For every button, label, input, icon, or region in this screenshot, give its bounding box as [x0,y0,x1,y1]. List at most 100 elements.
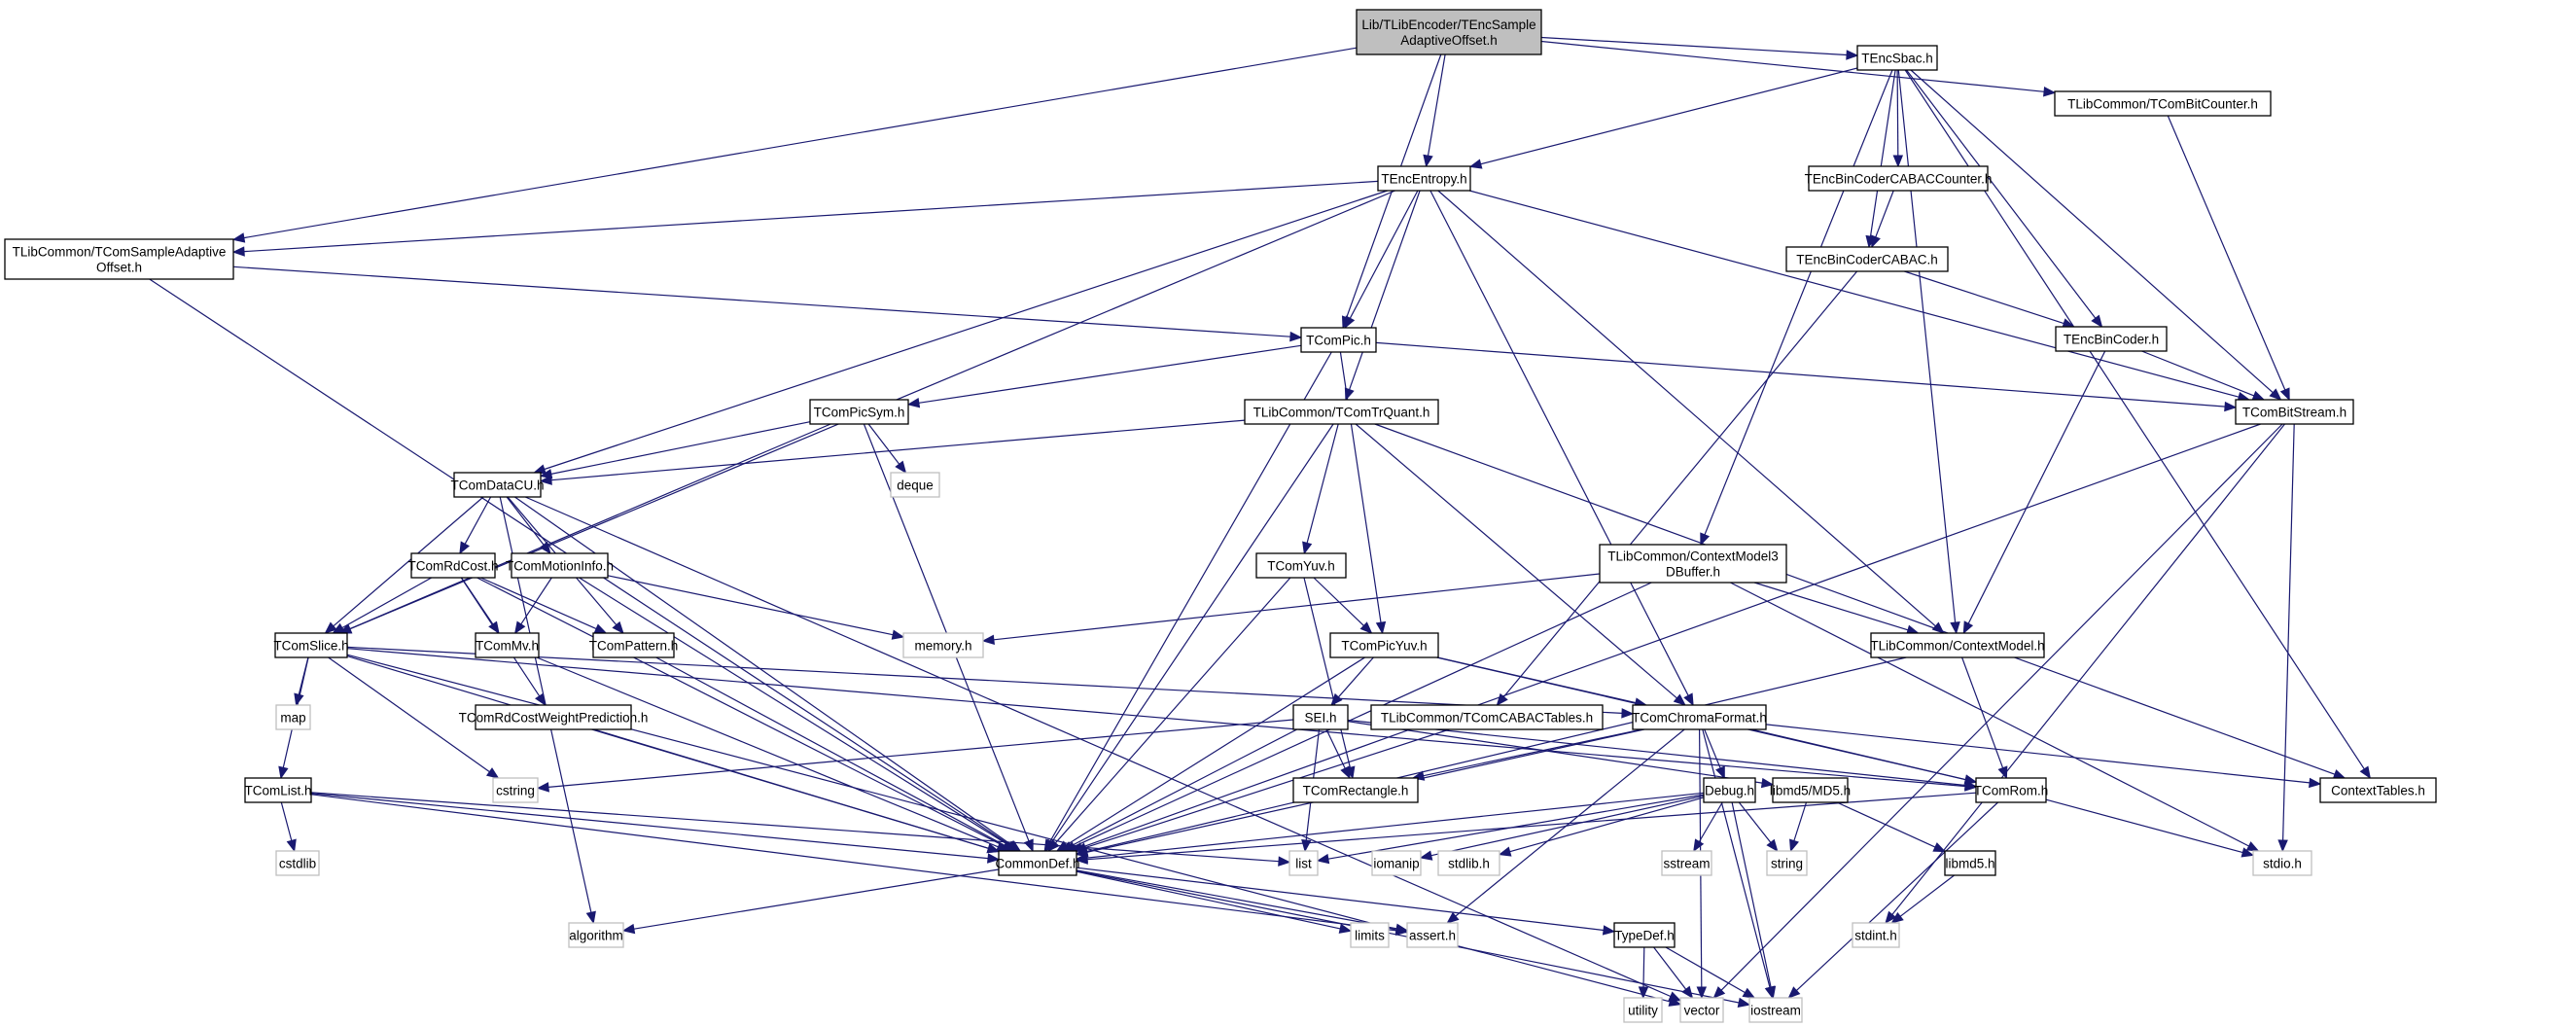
edge-CommonDef-to-algorithm [621,868,1000,935]
node-TEncBinCoder[interactable]: TEncBinCoder.h [2055,326,2168,352]
node-box [1300,327,1377,353]
node-box [592,632,675,658]
node-label: TEncSbac.h [1861,52,1933,66]
node-TComList[interactable]: TComList.h [244,777,312,803]
arrowhead-icon [485,767,500,779]
edge-ContextModel-to-TComRom [1961,656,2008,780]
node-label: cstdlib [279,857,316,871]
node-TComChromaFormat[interactable]: TComChromaFormat.h [1632,704,1767,730]
node-TComRom[interactable]: TComRom.h [1974,777,2049,803]
edge-line [243,180,1379,253]
arrowhead-icon [332,622,345,634]
node-ContextModel[interactable]: TLibCommon/ContextModel.h [1870,632,2045,658]
node-label: DBuffer.h [1666,565,1720,580]
edge-line [536,656,999,848]
node-box [890,472,940,498]
node-TEncSbac[interactable]: TEncSbac.h [1856,45,1938,71]
node-label: stdlib.h [1448,857,1490,871]
node-TComPicSym[interactable]: TComPicSym.h [809,399,909,425]
edge-line [1642,946,1645,988]
node-SEI[interactable]: SEI.h [1292,704,1349,730]
node-box [1288,850,1319,876]
node-TComCABACTables[interactable]: TLibCommon/TComCABACTables.h [1370,704,1604,730]
edge-MD5-to-libmd5 [1836,801,1947,853]
node-label: libmd5/MD5.h [1770,784,1851,798]
node-TEncEntropy[interactable]: TEncEntropy.h [1377,165,1471,192]
node-label: TEncBinCoder.h [2064,333,2159,347]
node-memory: memory.h [902,632,984,658]
edge-line [1076,870,1341,930]
node-deque: deque [890,472,940,498]
node-TypeDef[interactable]: TypeDef.h [1613,922,1676,948]
edge-SEI-to-cstring [536,719,1294,793]
node-label: TEncEntropy.h [1381,172,1466,187]
edge-TComSlice-to-cstring [328,656,500,779]
arrowhead-icon [621,923,636,935]
node-TComTrQuant[interactable]: TLibCommon/TComTrQuant.h [1244,399,1439,425]
node-TComBitStream[interactable]: TComBitStream.h [2235,399,2354,425]
edge-line [1793,801,1808,841]
node-TComPic[interactable]: TComPic.h [1300,327,1377,353]
node-MD5[interactable]: libmd5/MD5.h [1770,777,1851,803]
arrowhead-icon [1316,853,1330,865]
node-TComMv[interactable]: TComMv.h [475,632,540,658]
arrowhead-icon [1330,692,1343,706]
edge-CommonDef-to-assert [1076,869,1409,934]
node-ContextTables[interactable]: ContextTables.h [2319,777,2437,803]
node-libmd5[interactable]: libmd5.h [1944,850,1996,876]
node-TEncBinCoderCABACCounter[interactable]: TEncBinCoderCABACCounter.h [1805,165,1993,192]
edge-line [993,573,1601,641]
arrowhead-icon [2224,401,2238,412]
node-TComSlice[interactable]: TComSlice.h [273,632,349,658]
node-TComBitCounter[interactable]: TLibCommon/TComBitCounter.h [2054,90,2272,117]
node-TComPicYuv[interactable]: TComPicYuv.h [1329,632,1439,658]
edge-line [1349,190,1421,390]
arrowhead-icon [1602,925,1616,936]
edge-line [1891,423,2285,915]
arrowhead-icon [1681,985,1694,1000]
edge-TComPicYuv-to-SEI [1330,656,1374,706]
edge-line [349,423,831,630]
node-box [1613,922,1676,948]
edge-TypeDef-to-vector [1653,946,1694,1000]
node-label: SEI.h [1304,711,1336,726]
node-TComMotionInfo[interactable]: TComMotionInfo.h [506,552,614,579]
arrowhead-icon [539,469,553,479]
edge-line [1337,656,1374,698]
node-box [1244,399,1439,425]
node-TComPattern[interactable]: TComPattern.h [589,632,679,658]
node-CommonDef[interactable]: CommonDef.h [995,850,1080,876]
arrowhead-icon [1890,911,1904,924]
edge-line [1430,795,1705,857]
edge-MD5-to-string [1789,801,1808,853]
node-TComRdCostWP[interactable]: TComRdCostWeightPrediction.h [459,704,649,730]
edge-line [1076,869,1397,930]
edge-TComTrQuant-to-TComYuv [1302,423,1339,555]
arrowhead-icon [1340,765,1351,780]
edge-TComRom-to-CommonDef [1075,792,1977,865]
edge-line [506,496,545,546]
node-label: Offset.h [96,261,142,275]
node-Debug[interactable]: Debug.h [1703,777,1756,803]
node-label: TComPic.h [1306,334,1371,348]
edge-line [1702,728,1771,988]
edge-line [1904,270,2064,325]
node-root[interactable]: Lib/TLibEncoder/TEncSampleAdaptiveOffset… [1356,9,1542,55]
edge-TComBitStream-to-stdint [1885,423,2285,925]
node-TComRdCost[interactable]: TComRdCost.h [407,552,499,579]
node-TComDataCU[interactable]: TComDataCU.h [450,472,545,498]
edge-TComBitCounter-to-TComBitStream [2167,115,2290,402]
node-TComRectangle[interactable]: TComRectangle.h [1292,777,1419,803]
edge-line [1437,190,1936,627]
arrowhead-icon [1683,692,1694,707]
node-box [1599,544,1787,584]
node-TEncBinCoderCABAC[interactable]: TEncBinCoderCABAC.h [1785,246,1949,272]
arrowhead-icon [1997,765,2008,780]
edge-line [1910,69,2274,394]
edge-line [2167,115,2286,391]
arrowhead-icon [278,765,289,780]
node-TComYuv[interactable]: TComYuv.h [1255,552,1347,579]
node-label: TComYuv.h [1267,559,1335,574]
